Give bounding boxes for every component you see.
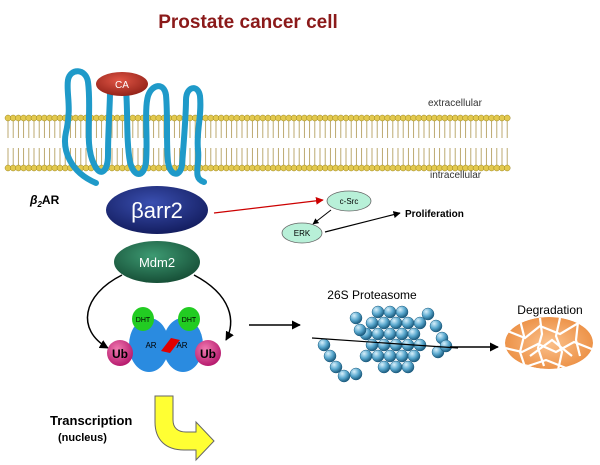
dht-right-label: DHT	[182, 317, 197, 324]
extracellular-label: extracellular	[428, 98, 483, 109]
dht-left	[132, 307, 154, 331]
mdm2-to-ub-left-arrow	[86, 274, 123, 349]
ar-left-label: AR	[145, 341, 156, 350]
ca-ligand	[96, 72, 148, 96]
ubiquitin-right-label: Ub	[200, 347, 216, 361]
ar-dimer-link	[161, 338, 180, 353]
beta-arrestin2-label: βarr2	[131, 198, 183, 223]
erk-to-proliferation-arrow	[324, 211, 401, 233]
proteasome-label: 26S Proteasome	[327, 288, 417, 302]
proliferation-label: Proliferation	[405, 209, 464, 220]
arrestin-to-csrc-arrow	[213, 196, 324, 214]
cell-membrane	[4, 114, 511, 172]
nucleus-label: (nucleus)	[58, 432, 107, 444]
ar-right	[163, 318, 203, 372]
ca-ligand-label: CA	[115, 80, 129, 91]
transcription-arrow	[154, 395, 215, 462]
degradation-label: Degradation	[517, 303, 582, 317]
degradation-fragments	[505, 317, 593, 369]
intracellular-label: intracellular	[430, 170, 482, 181]
transcription-label: Transcription	[50, 413, 132, 428]
mdm2-label: Mdm2	[139, 255, 175, 270]
csrc-node	[326, 190, 372, 212]
csrc-to-erk-arrow	[312, 209, 332, 225]
dht-left-label: DHT	[136, 317, 151, 324]
beta2ar-label: β2AR	[29, 193, 60, 209]
mdm2-to-ub-right-arrow	[193, 274, 234, 341]
ubiquitin-left	[107, 340, 133, 366]
dht-right	[178, 307, 200, 331]
ar-left	[129, 318, 169, 372]
csrc-label: c-Src	[340, 197, 359, 206]
erk-node	[281, 222, 323, 244]
diagram-title: Prostate cancer cell	[158, 12, 338, 33]
ar-right-label: AR	[176, 341, 187, 350]
proteasome-26s	[311, 305, 459, 383]
erk-label: ERK	[294, 229, 311, 238]
beta-arrestin2	[106, 186, 208, 234]
ubiquitin-right	[195, 340, 221, 366]
mdm2	[114, 241, 200, 283]
beta2-adrenergic-receptor	[62, 68, 207, 186]
ar-complex: AR AR DHT DHT Ub Ub	[107, 307, 221, 372]
ubiquitin-left-label: Ub	[112, 347, 128, 361]
